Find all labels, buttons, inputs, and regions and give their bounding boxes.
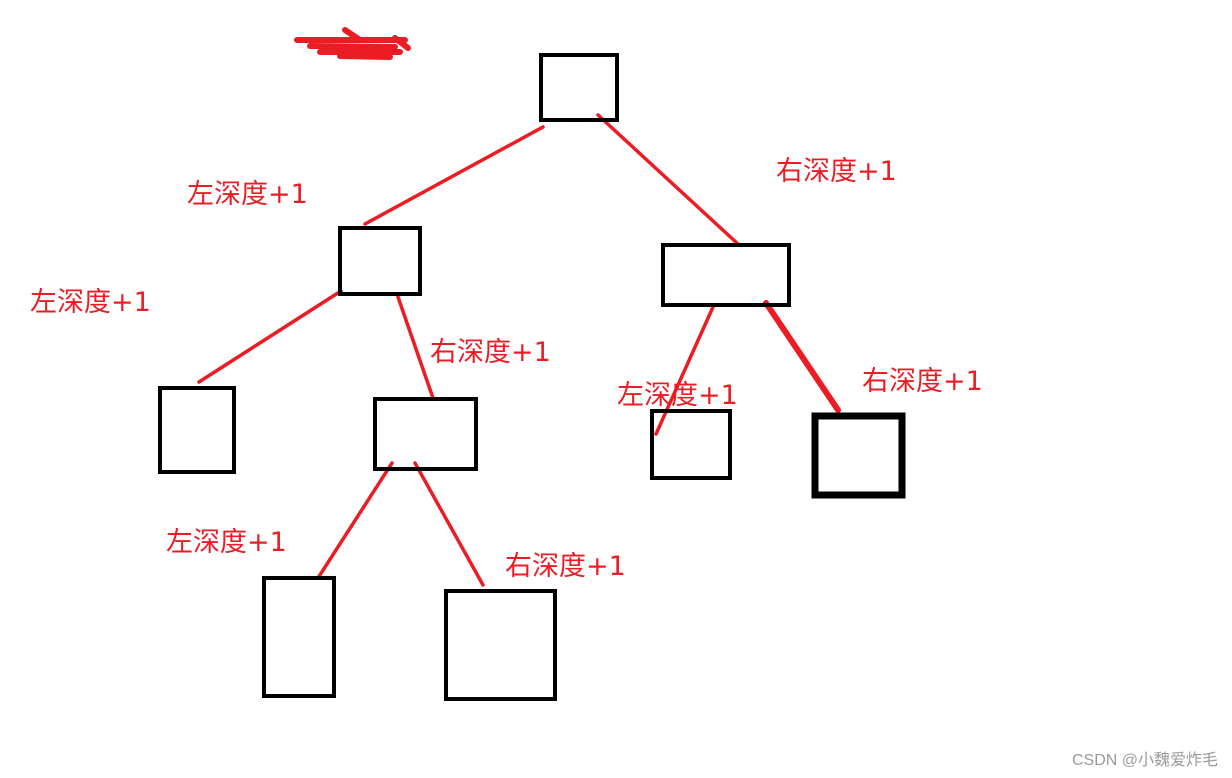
node-left-left [158, 386, 236, 474]
edge-r1-left [654, 305, 715, 436]
node-left [338, 226, 422, 296]
edge-lr-right [413, 461, 485, 587]
node-lr-left [262, 576, 336, 698]
node-root [539, 53, 619, 122]
label-lr-right: 右深度+1 [505, 551, 626, 582]
node-left-right [373, 397, 478, 471]
label-l1-left: 左深度+1 [30, 287, 151, 318]
edge-lr-left [316, 461, 394, 580]
edge-l1-left [197, 289, 343, 384]
label-r1-left: 左深度+1 [617, 380, 738, 411]
edge-root-left [363, 125, 545, 226]
node-right-right [811, 412, 906, 499]
edge-root-right [596, 113, 740, 246]
scribble-mark [294, 27, 411, 60]
node-lr-right [444, 589, 557, 701]
edge-r1-right [763, 300, 841, 413]
node-right [661, 243, 791, 307]
edge-l1-right [396, 295, 435, 400]
label-root-left: 左深度+1 [187, 179, 308, 210]
watermark: CSDN @小魏爱炸毛 [1071, 752, 1218, 769]
label-lr-left: 左深度+1 [166, 527, 287, 558]
label-r1-right: 右深度+1 [862, 366, 983, 397]
label-l1-right: 右深度+1 [430, 337, 551, 368]
node-right-left [650, 409, 732, 480]
label-root-right: 右深度+1 [776, 156, 897, 187]
